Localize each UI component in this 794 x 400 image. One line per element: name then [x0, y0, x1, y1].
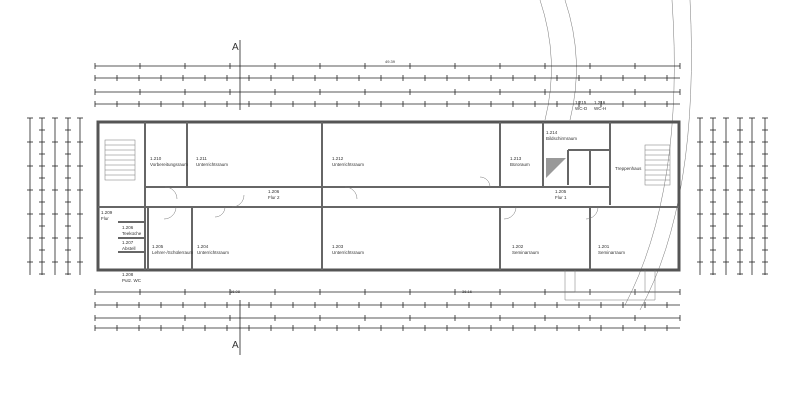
svg-text:1.204: 1.204 [197, 244, 209, 249]
svg-text:Unterrichtsraum: Unterrichtsraum [332, 250, 364, 255]
section-marker-bottom: A [232, 300, 241, 355]
svg-text:Treppenhaus: Treppenhaus [615, 166, 642, 171]
svg-text:WC-H: WC-H [594, 106, 606, 111]
svg-text:1.216: 1.216 [594, 100, 606, 105]
svg-text:1.201: 1.201 [598, 244, 610, 249]
dim-overall: 49.39 [385, 59, 396, 64]
svg-text:Unterrichtsraum: Unterrichtsraum [196, 162, 228, 167]
interior-walls [98, 122, 679, 270]
exterior-wall [96, 120, 681, 272]
dimension-lines [27, 63, 768, 331]
svg-text:Teeküche: Teeküche [122, 231, 142, 236]
svg-text:1.215: 1.215 [575, 100, 587, 105]
site-curve [539, 0, 552, 121]
svg-text:Lehrer-/Schülerraum: Lehrer-/Schülerraum [152, 250, 194, 255]
svg-text:1.206: 1.206 [268, 189, 280, 194]
section-marker-label: A [232, 340, 239, 351]
svg-text:Vorbereitungsraum: Vorbereitungsraum [150, 162, 188, 167]
dim-bottom-right: 36.16 [462, 289, 473, 294]
svg-text:1.205: 1.205 [555, 189, 567, 194]
section-marker-top: A [232, 40, 241, 110]
entrance-stairs [564, 270, 656, 301]
svg-text:1.210: 1.210 [150, 156, 162, 161]
svg-text:Büroraum: Büroraum [510, 162, 530, 167]
svg-text:Unterrichtsraum: Unterrichtsraum [197, 250, 229, 255]
svg-text:1.214: 1.214 [546, 130, 558, 135]
svg-text:1.202: 1.202 [512, 244, 524, 249]
svg-text:Flur 1: Flur 1 [555, 195, 567, 200]
svg-text:Seminarraum: Seminarraum [598, 250, 625, 255]
svg-text:Flur: Flur [101, 216, 109, 221]
svg-text:Flur 2: Flur 2 [268, 195, 280, 200]
svg-text:Unterrichtsraum: Unterrichtsraum [332, 162, 364, 167]
svg-text:Putz. WC: Putz. WC [122, 278, 142, 283]
svg-text:1.205: 1.205 [152, 244, 164, 249]
doors [163, 176, 599, 220]
stair-left [104, 139, 136, 181]
site-curve [639, 0, 692, 311]
svg-text:1.208: 1.208 [122, 272, 134, 277]
svg-text:1.213: 1.213 [510, 156, 522, 161]
svg-text:Abstell: Abstell [122, 246, 136, 251]
svg-text:WC-D: WC-D [575, 106, 588, 111]
shaft [546, 158, 566, 178]
svg-text:Bildschirmraum: Bildschirmraum [546, 136, 577, 141]
svg-text:1.209: 1.209 [101, 210, 113, 215]
section-marker-label: A [232, 42, 239, 53]
svg-text:1.211: 1.211 [196, 156, 207, 161]
site-curve [624, 0, 675, 306]
site-curve [564, 0, 577, 121]
svg-text:1.212: 1.212 [332, 156, 344, 161]
svg-text:1.207: 1.207 [122, 240, 134, 245]
dim-bottom-left: 16.08 [230, 289, 241, 294]
svg-text:1.206: 1.206 [122, 225, 134, 230]
svg-text:Seminarraum: Seminarraum [512, 250, 539, 255]
svg-text:1.203: 1.203 [332, 244, 344, 249]
room-treppenhaus: Treppenhaus [615, 166, 642, 171]
stair-right [644, 144, 671, 186]
